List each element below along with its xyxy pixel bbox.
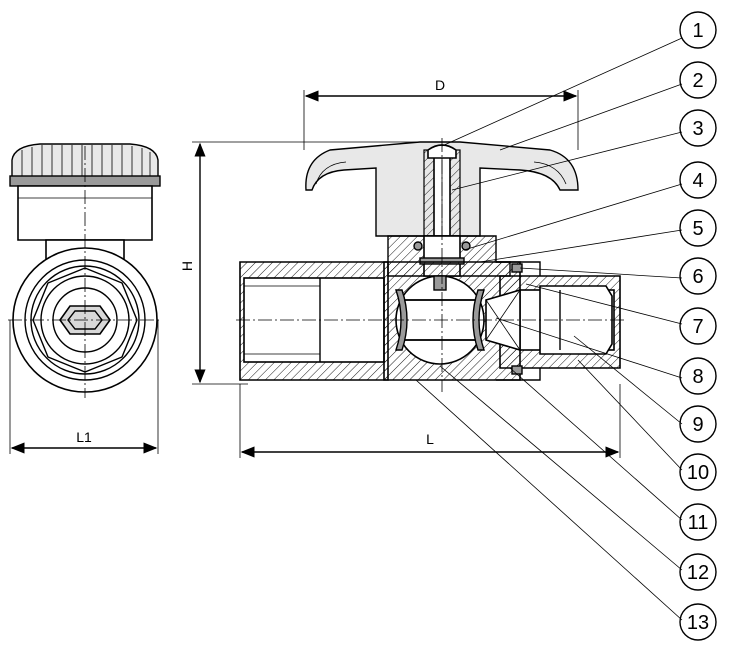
svg-text:6: 6	[692, 266, 703, 288]
svg-text:5: 5	[692, 218, 703, 240]
dim-d-label: D	[435, 77, 445, 93]
callout-7: 7	[679, 307, 717, 345]
svg-text:12: 12	[687, 562, 709, 584]
svg-text:2: 2	[692, 70, 703, 92]
callout-5: 5	[679, 209, 717, 247]
svg-text:4: 4	[692, 170, 703, 192]
callout-9: 9	[679, 405, 717, 443]
callout-3: 3	[679, 109, 717, 147]
svg-text:8: 8	[692, 366, 703, 388]
callout-8: 8	[679, 357, 717, 395]
dim-l1-label: L1	[76, 429, 92, 445]
section-view: D H L	[179, 37, 683, 621]
callout-bubbles: 1 2 3 4 5 6 7 8 9 10 11 12 13	[679, 11, 717, 641]
callout-6: 6	[679, 257, 717, 295]
callout-13: 13	[679, 603, 717, 641]
callout-4: 4	[679, 161, 717, 199]
callout-10: 10	[679, 453, 717, 491]
svg-text:1: 1	[692, 20, 703, 42]
callout-2: 2	[679, 61, 717, 99]
svg-text:10: 10	[687, 462, 709, 484]
svg-text:13: 13	[687, 612, 709, 634]
dim-h-label: H	[179, 261, 195, 271]
svg-text:7: 7	[692, 316, 703, 338]
side-view: L1	[8, 143, 162, 454]
callout-1: 1	[679, 11, 717, 49]
svg-text:9: 9	[692, 414, 703, 436]
svg-text:11: 11	[688, 512, 709, 534]
callout-11: 11	[679, 503, 717, 541]
dim-l-label: L	[426, 431, 434, 447]
callout-12: 12	[679, 553, 717, 591]
svg-text:3: 3	[692, 118, 703, 140]
